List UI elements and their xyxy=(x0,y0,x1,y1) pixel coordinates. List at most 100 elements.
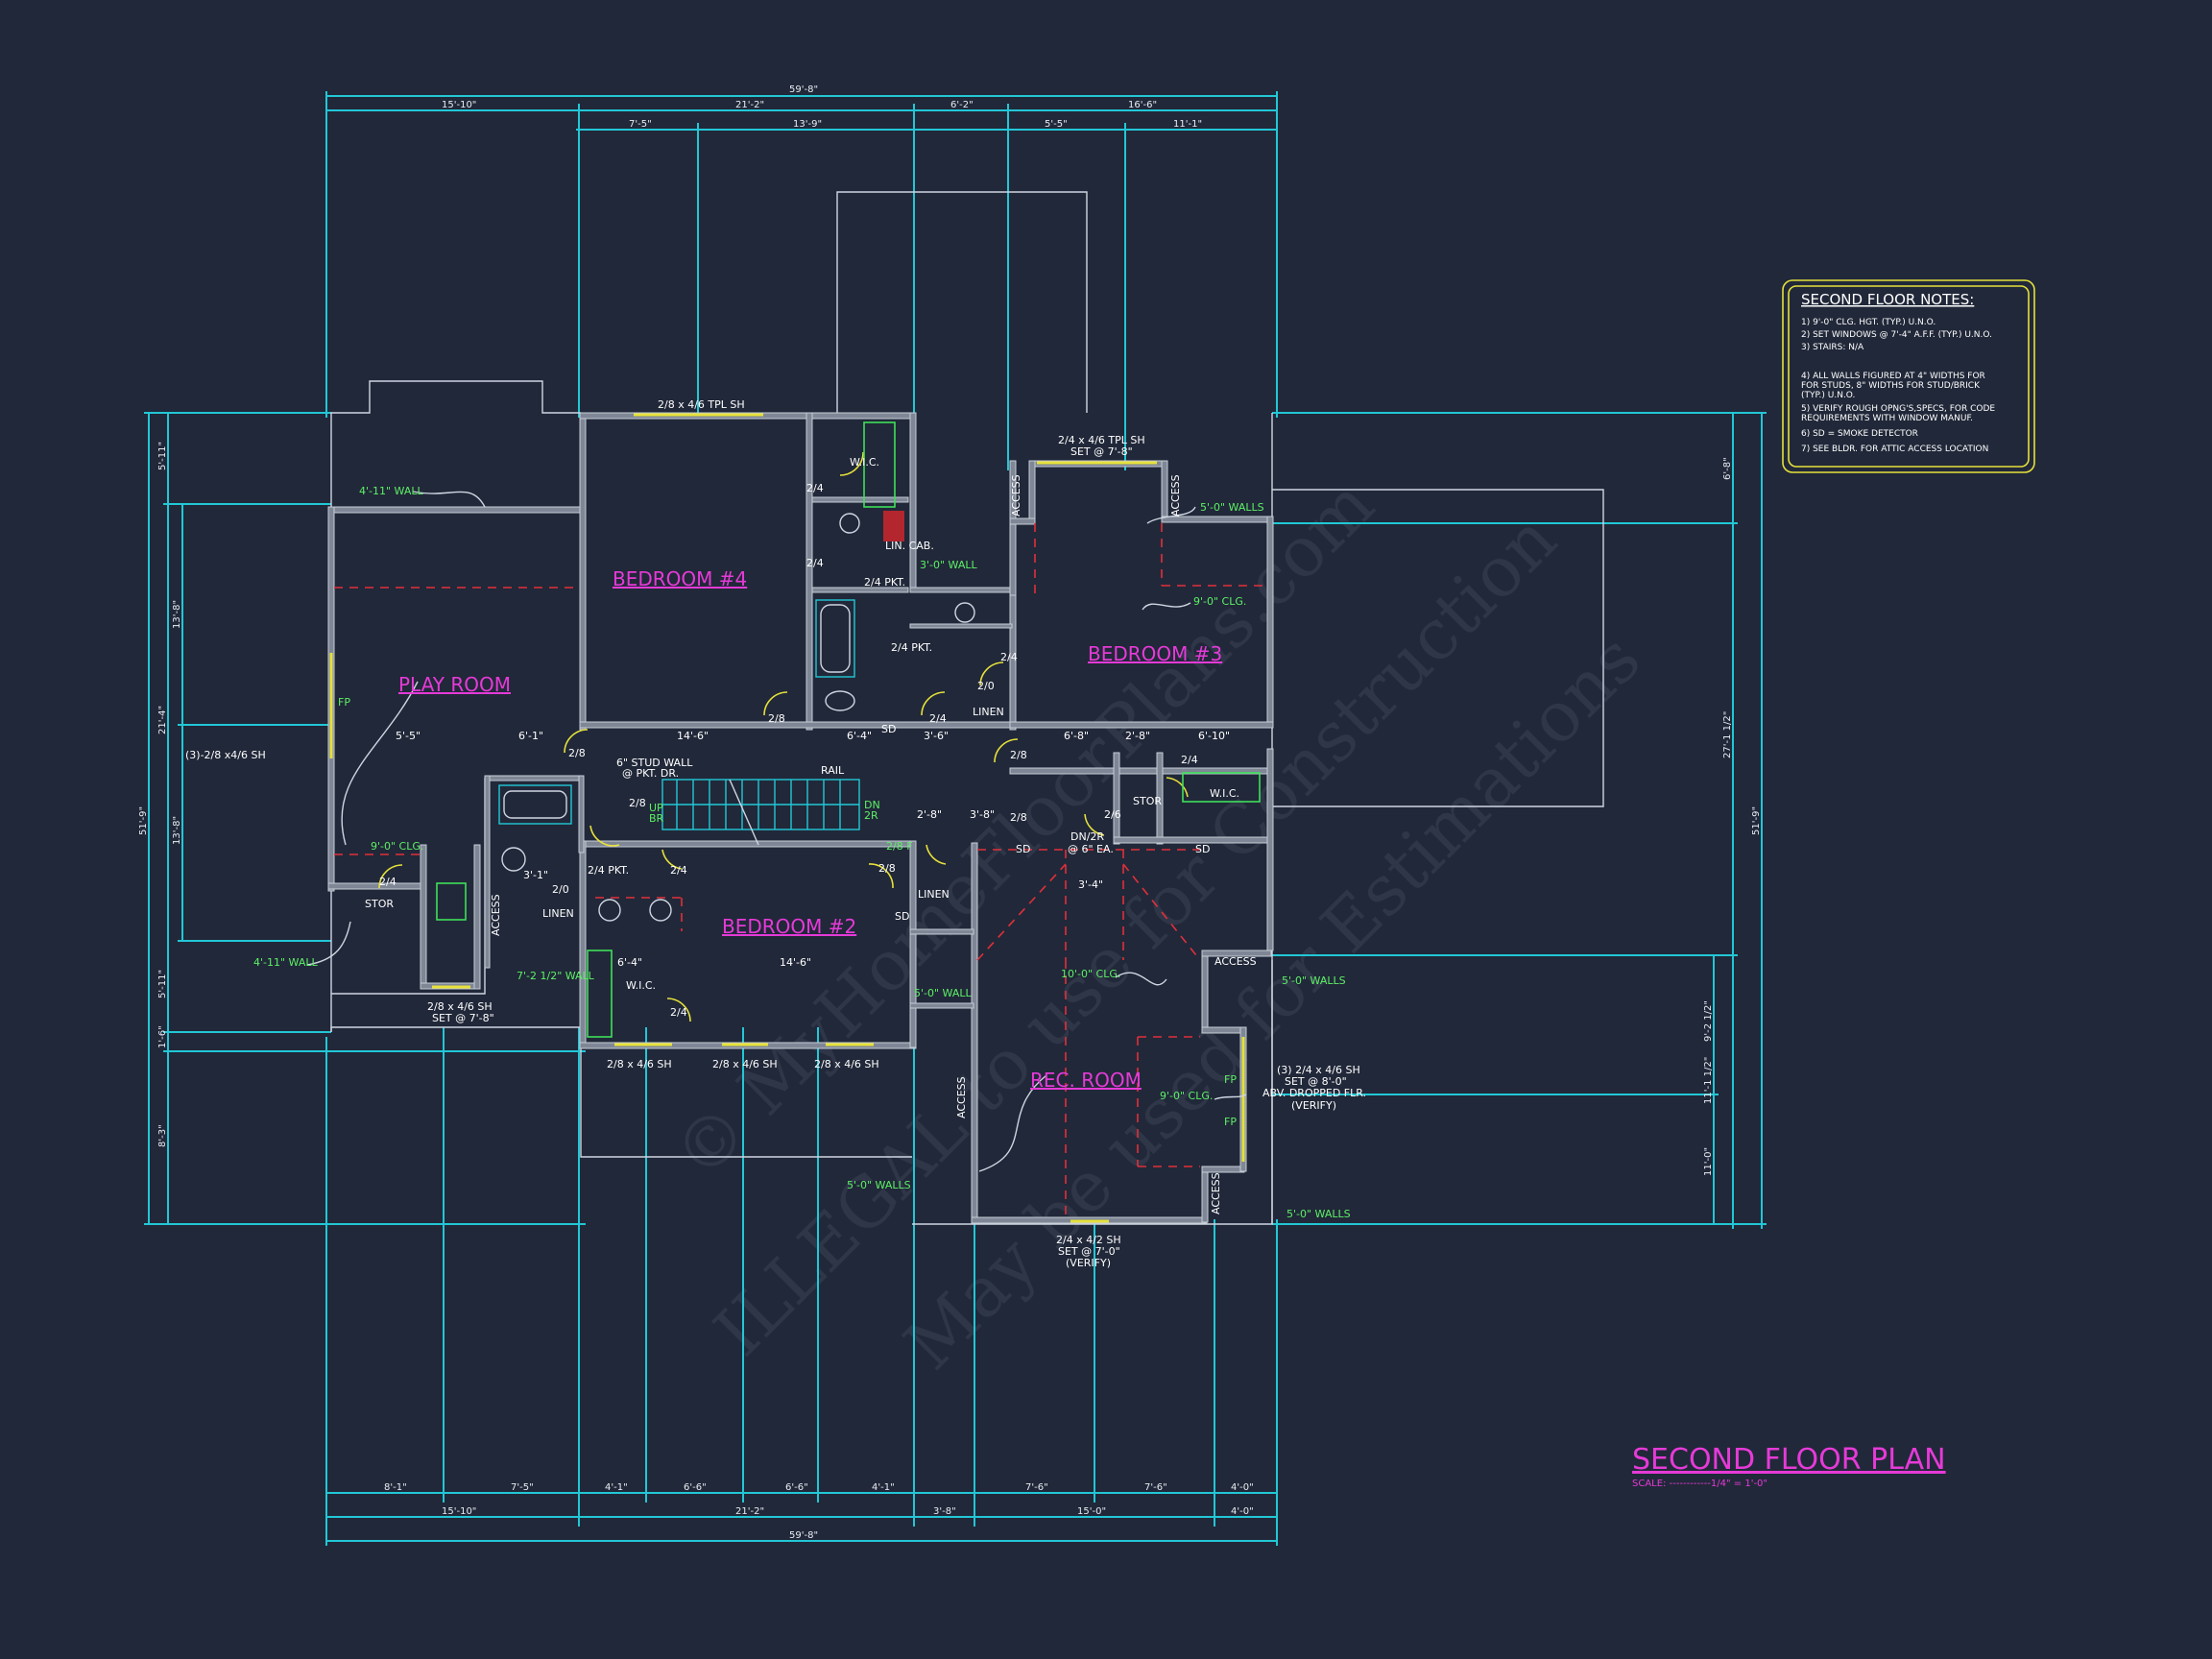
label-d-6-4: 6'-4" xyxy=(847,730,872,742)
label-sd-3: SD xyxy=(1195,843,1210,855)
label-door-26: 2/6 xyxy=(1104,808,1121,821)
label-wall-50-rec3: 5'-0" WALLS xyxy=(1286,1208,1351,1220)
dim-right1-a: 6'-8" xyxy=(1722,457,1733,480)
dim-bot2-c: 3'-8" xyxy=(933,1506,956,1517)
notes-line-7: (TYP.) U.N.O. xyxy=(1801,391,1855,400)
label-door-24-g: 2/4 xyxy=(670,864,687,877)
label-win-b2-2: 2/8 x 4/6 SH xyxy=(712,1058,778,1070)
notes-line-11: 7) SEE BLDR. FOR ATTIC ACCESS LOCATION xyxy=(1801,445,1988,454)
label-door-20-b: 2/0 xyxy=(552,883,569,896)
label-clg-play: 9'-0" CLG. xyxy=(371,840,423,853)
label-door-20-a: 2/0 xyxy=(977,680,995,692)
room-bedroom-3: BEDROOM #3 xyxy=(1088,642,1222,665)
label-win-top-bed3-b: SET @ 7'-8" xyxy=(1070,445,1133,458)
ceiling-lines xyxy=(334,523,1267,1214)
label-win-rec-b: SET @ 8'-0" xyxy=(1285,1075,1347,1088)
annotations: 2/8 x 4/6 TPL SH 2/4 x 4/6 TPL SH SET @ … xyxy=(185,398,1366,1269)
label-win-rec: (3) 2/4 x 4/6 SH xyxy=(1277,1064,1360,1076)
dim-bot1-b: 7'-5" xyxy=(511,1482,534,1493)
dim-top2-a: 7'-5" xyxy=(629,119,652,130)
label-wall-50-rec2: 5'-0" WALLS xyxy=(847,1179,911,1191)
label-clg-rec-10: 10'-0" CLG. xyxy=(1061,968,1120,980)
dim-left2-b: 13'-8" xyxy=(172,816,182,845)
dim-bot1-e: 6'-6" xyxy=(785,1482,808,1493)
dim-bot-overall: 59'-8" xyxy=(789,1530,818,1541)
notes-line-1: 1) 9'-0" CLG. HGT. (TYP.) U.N.O. xyxy=(1801,318,1936,327)
dim-right1-d: 11'-1 1/2" xyxy=(1703,1057,1714,1104)
label-win-rec-bot-c: (VERIFY) xyxy=(1066,1257,1111,1269)
label-wall-50-rec1: 5'-0" WALLS xyxy=(1282,974,1346,987)
label-dnr-b: @ 6" EA. xyxy=(1068,843,1114,855)
room-bedroom-4: BEDROOM #4 xyxy=(613,567,747,590)
label-linen-3: LINEN xyxy=(918,888,950,901)
dim-top2-b: 13'-9" xyxy=(793,119,822,130)
dim-bot1-i: 4'-0" xyxy=(1231,1482,1254,1493)
notes-header: SECOND FLOOR NOTES: xyxy=(1801,291,1974,308)
dim-left1-b: 21'-4" xyxy=(157,706,168,734)
label-sd-2: SD xyxy=(1016,843,1030,855)
label-win-b2-3: 2/8 x 4/6 SH xyxy=(814,1058,879,1070)
dimensions-top: 59'-8" 15'-10" 21'-2" 6'-2" 16'-6" 7'-5"… xyxy=(325,84,1278,470)
room-bedroom-2: BEDROOM #2 xyxy=(722,915,856,938)
label-d-2-8: 2'-8" xyxy=(1125,730,1150,742)
stairs xyxy=(661,779,860,846)
label-win-top-bed4: 2/8 x 4/6 TPL SH xyxy=(658,398,745,411)
label-access-6: ACCESS xyxy=(1210,1172,1222,1214)
label-dnr: DN/2R xyxy=(1070,830,1104,843)
label-d-14-6b: 14'-6" xyxy=(780,956,811,969)
label-win-rec-bot-b: SET @ 7'-0" xyxy=(1058,1245,1120,1258)
dim-bot1-f: 4'-1" xyxy=(872,1482,895,1493)
dim-right1-c: 9'-2 1/2" xyxy=(1703,1000,1714,1042)
label-door-28-b: 2/8 xyxy=(568,747,586,759)
label-fp-1: FP xyxy=(338,696,350,709)
label-wall-72: 7'-2 1/2" WALL xyxy=(517,970,595,982)
label-win-rec-d: (VERIFY) xyxy=(1291,1099,1336,1112)
label-door-28-c: 2/8 xyxy=(1010,749,1027,761)
dim-bot2-e: 4'-0" xyxy=(1231,1506,1254,1517)
dim-top1-a: 15'-10" xyxy=(442,100,476,110)
label-win-rec-c: ABV. DROPPED FLR. xyxy=(1262,1087,1366,1099)
label-d-5-5: 5'-5" xyxy=(396,730,421,742)
label-d-6-8: 6'-8" xyxy=(1064,730,1089,742)
dim-top1-b: 21'-2" xyxy=(735,100,764,110)
dim-bot2-a: 15'-10" xyxy=(442,1506,476,1517)
linen-cabinet xyxy=(883,511,904,541)
label-stud-wall: 6" STUD WALL xyxy=(616,757,693,769)
label-d-3-6: 3'-6" xyxy=(924,730,949,742)
sink xyxy=(839,513,860,534)
label-d-3-1: 3'-1" xyxy=(523,869,548,881)
label-clg-bed3: 9'-0" CLG. xyxy=(1193,595,1246,608)
title-block: SECOND FLOOR PLAN SCALE: ------------1/4… xyxy=(1632,1443,1946,1489)
dim-left1-a: 5'-11" xyxy=(157,442,168,470)
dim-left1-d: 1'-6" xyxy=(157,1025,168,1048)
room-rec: REC. ROOM xyxy=(1030,1069,1142,1092)
label-d-14-6: 14'-6" xyxy=(677,730,709,742)
room-play: PLAY ROOM xyxy=(398,673,511,696)
notes-box: SECOND FLOOR NOTES: 1) 9'-0" CLG. HGT. (… xyxy=(1782,279,2035,473)
dim-left1-e: 8'-3" xyxy=(157,1124,168,1147)
dim-left-outer: 51'-9" xyxy=(138,806,149,835)
label-wic-b2: W.I.C. xyxy=(626,979,656,992)
label-linen-1: LINEN xyxy=(973,706,1004,718)
label-2r: 2R xyxy=(864,809,878,822)
notes-line-3: 3) STAIRS: N/A xyxy=(1801,343,1864,352)
windows xyxy=(329,413,1245,1223)
label-access-1: ACCESS xyxy=(1010,474,1022,517)
label-access-5: ACCESS xyxy=(1214,955,1257,968)
dim-left1-c: 5'-11" xyxy=(157,970,168,998)
label-door-28-d: 2/8 xyxy=(629,797,646,809)
dim-top2-c: 5'-5" xyxy=(1045,119,1068,130)
label-pkt-low: 2/4 PKT. xyxy=(588,864,629,877)
room-labels: PLAY ROOM BEDROOM #4 BEDROOM #3 BEDROOM … xyxy=(398,567,1222,1092)
label-door-28-f: 2/8 xyxy=(878,862,896,875)
label-wic-top: W.I.C. xyxy=(850,456,879,469)
fixtures xyxy=(436,421,1261,1038)
label-d-3-8: 3'-8" xyxy=(970,808,995,821)
label-door-24-c: 2/4 xyxy=(929,712,947,725)
dim-bot1-c: 4'-1" xyxy=(605,1482,628,1493)
label-door-28f: 2/8 F xyxy=(886,840,913,853)
label-door-24-h: 2/4 xyxy=(670,1006,687,1019)
label-dn: DN xyxy=(864,799,880,811)
label-door-28-a: 2/8 xyxy=(768,712,785,725)
drawing-title: SECOND FLOOR PLAN xyxy=(1632,1443,1946,1477)
